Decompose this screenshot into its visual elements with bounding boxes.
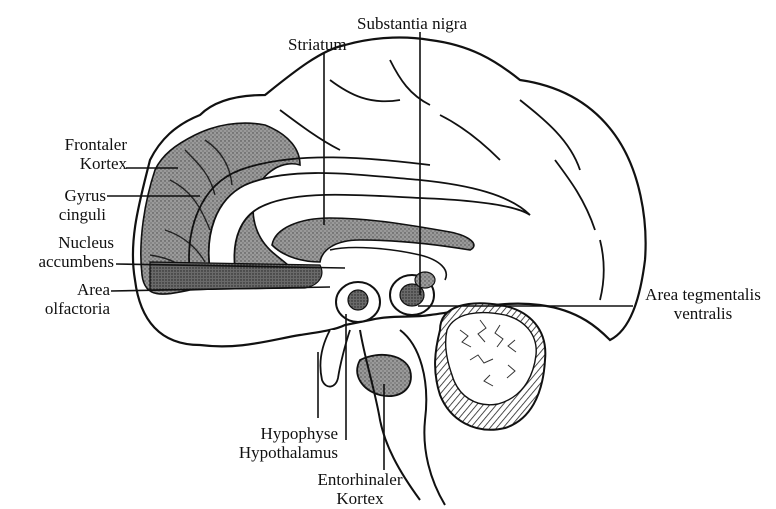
label-area-tegmentalis-text: Area tegmentalis [634, 285, 772, 304]
label-entorhinaler-text: Entorhinaler [302, 470, 418, 489]
label-nucleus-accumbens: Nucleus accumbens [22, 233, 114, 271]
label-accumbens-text: accumbens [22, 252, 114, 271]
label-olfactoria-text: olfactoria [26, 299, 110, 318]
label-frontaler-kortex: Frontaler Kortex [55, 135, 127, 173]
label-area-olfactoria: Area olfactoria [26, 280, 110, 318]
label-substantia-nigra: Substantia nigra [357, 14, 467, 33]
label-gyrus-cinguli: Gyrus cinguli [50, 186, 106, 224]
label-kortex-text: Kortex [55, 154, 127, 173]
label-hypothalamus-text: Hypothalamus [222, 443, 338, 462]
label-hypophyse-hypothalamus: Hypophyse Hypothalamus [222, 424, 338, 462]
label-nucleus-text: Nucleus [22, 233, 114, 252]
label-entorhinaler-kortex: Entorhinaler Kortex [302, 470, 418, 508]
label-gyrus-text: Gyrus [50, 186, 106, 205]
label-striatum: Striatum [288, 35, 347, 54]
label-entorhinaler-kortex-text: Kortex [302, 489, 418, 508]
label-striatum-text: Striatum [288, 35, 347, 54]
label-hypophyse-text: Hypophyse [222, 424, 338, 443]
label-cinguli-text: cinguli [50, 205, 106, 224]
label-substantia-nigra-text: Substantia nigra [357, 14, 467, 33]
label-frontaler-text: Frontaler [55, 135, 127, 154]
label-ventralis-text: ventralis [634, 304, 772, 323]
label-area-text: Area [26, 280, 110, 299]
label-area-tegmentalis-ventralis: Area tegmentalis ventralis [634, 285, 772, 323]
